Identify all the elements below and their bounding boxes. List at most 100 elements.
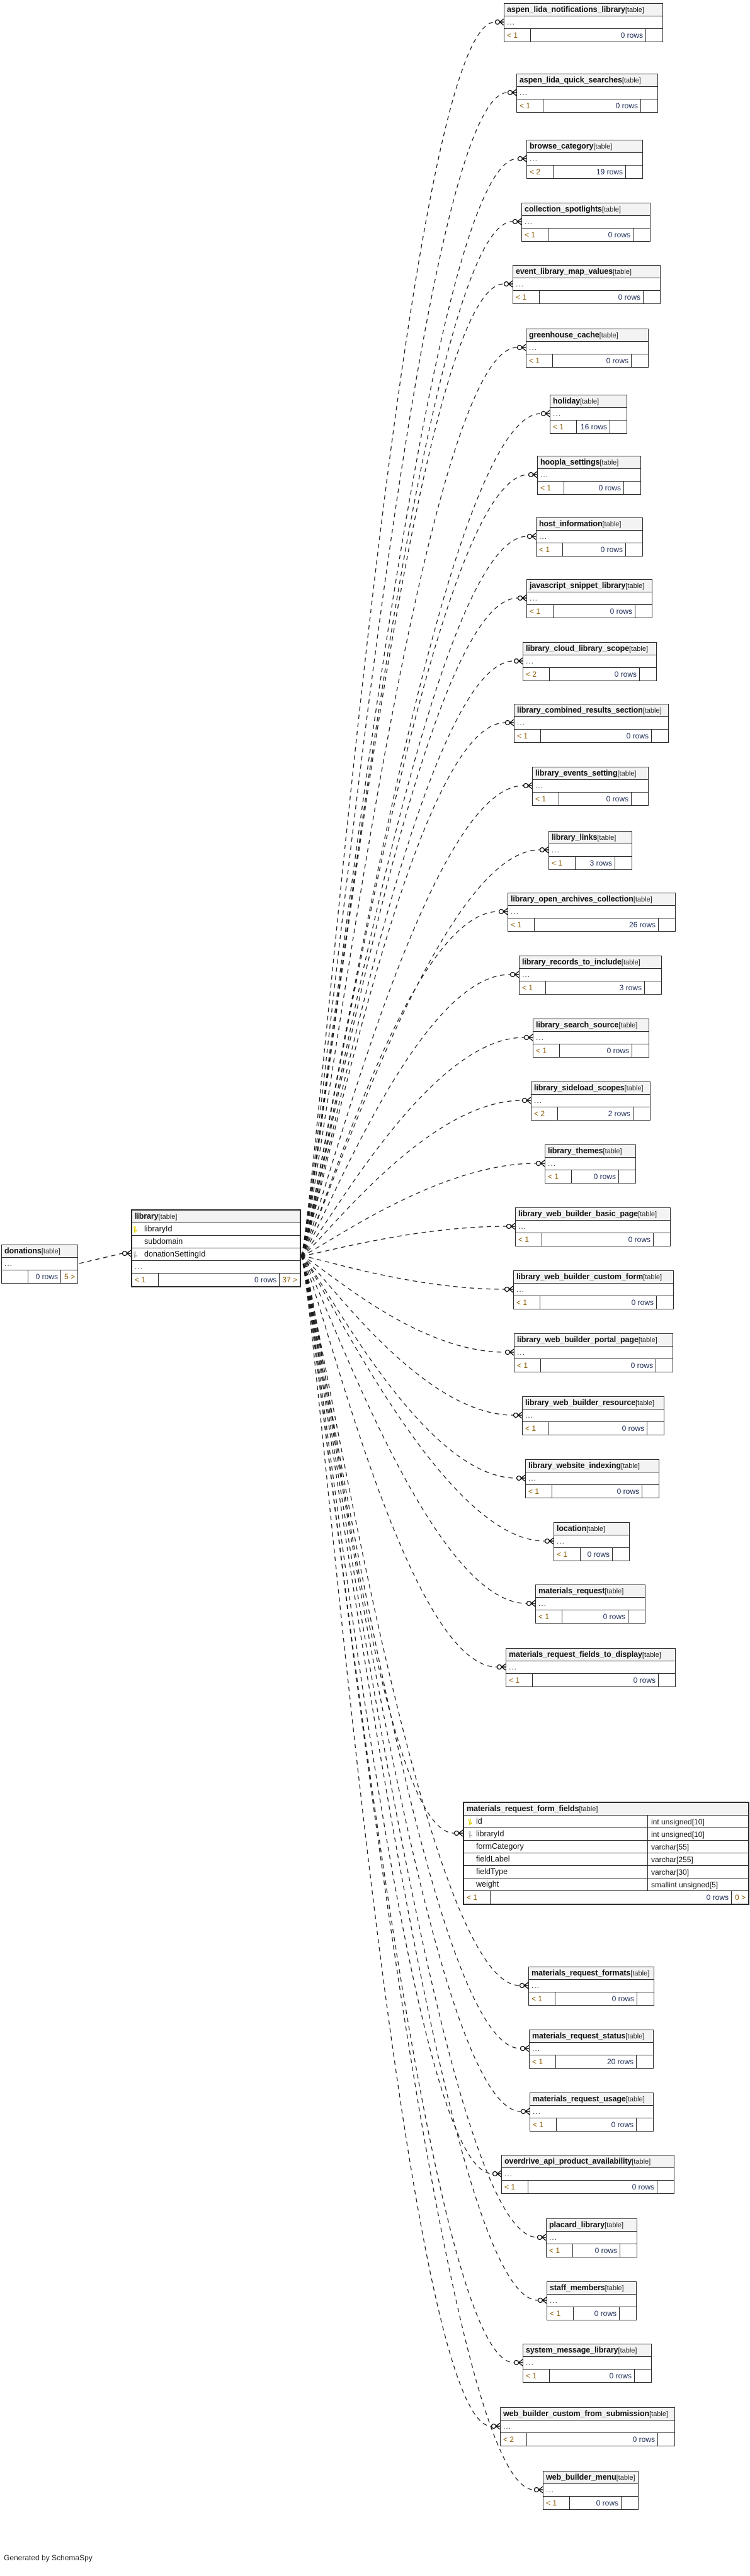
- table-node-library-open-archives-collection[interactable]: library_open_archives_collection[table].…: [508, 893, 676, 932]
- child-count[interactable]: [641, 99, 657, 112]
- parent-count[interactable]: < 1: [514, 1296, 540, 1309]
- table-node-library-combined-results-section[interactable]: library_combined_results_section[table].…: [514, 704, 669, 743]
- parent-count[interactable]: < 1: [516, 1233, 542, 1246]
- parent-count[interactable]: < 1: [527, 605, 554, 618]
- parent-count[interactable]: < 1: [530, 2118, 557, 2131]
- parent-count[interactable]: < 2: [531, 1107, 558, 1120]
- column-row[interactable]: subdomain: [132, 1236, 300, 1248]
- table-node-library-web-builder-basic-page[interactable]: library_web_builder_basic_page[table]...…: [515, 1207, 671, 1246]
- parent-count[interactable]: < 1: [502, 2181, 528, 2193]
- child-count[interactable]: [626, 543, 642, 556]
- parent-count[interactable]: < 1: [506, 1674, 533, 1686]
- table-node-library-cloud-library-scope[interactable]: library_cloud_library_scope[table]...< 2…: [523, 642, 657, 681]
- parent-count[interactable]: < 1: [547, 2244, 573, 2257]
- parent-count[interactable]: < 1: [513, 291, 540, 303]
- child-count[interactable]: [624, 482, 640, 494]
- child-count[interactable]: [644, 291, 660, 303]
- parent-count[interactable]: < 1: [132, 1274, 159, 1286]
- parent-count[interactable]: < 2: [527, 166, 554, 178]
- child-count[interactable]: 0 >: [734, 1893, 746, 1902]
- child-count[interactable]: [645, 981, 661, 994]
- child-count[interactable]: [646, 29, 662, 42]
- parent-count[interactable]: < 1: [543, 2497, 570, 2509]
- parent-count[interactable]: < 1: [530, 2055, 556, 2068]
- child-count[interactable]: [620, 2307, 636, 2320]
- child-count[interactable]: [626, 166, 642, 178]
- child-count[interactable]: [642, 1485, 659, 1498]
- child-count[interactable]: [613, 1548, 629, 1561]
- parent-count[interactable]: < 1: [545, 1170, 572, 1183]
- parent-count[interactable]: < 1: [549, 857, 576, 869]
- child-count[interactable]: [632, 793, 648, 805]
- parent-count[interactable]: < 1: [533, 1044, 560, 1057]
- parent-count[interactable]: < 2: [501, 2433, 527, 2446]
- child-count[interactable]: [637, 2055, 653, 2068]
- table-node-library-web-builder-custom-form[interactable]: library_web_builder_custom_form[table]..…: [513, 1270, 674, 1309]
- parent-count[interactable]: < 1: [522, 229, 548, 241]
- parent-count[interactable]: < 1: [514, 730, 541, 742]
- child-count[interactable]: [656, 1359, 673, 1372]
- child-count[interactable]: [658, 2433, 674, 2446]
- table-node-library-web-builder-portal-page[interactable]: library_web_builder_portal_page[table]..…: [514, 1333, 673, 1372]
- column-row[interactable]: donationSettingId: [132, 1248, 300, 1261]
- parent-count[interactable]: < 1: [537, 543, 563, 556]
- parent-count[interactable]: < 1: [504, 29, 531, 42]
- child-count[interactable]: [620, 2244, 637, 2257]
- parent-count[interactable]: < 1: [547, 2307, 574, 2320]
- table-node-web-builder-custom-from-submission[interactable]: web_builder_custom_from_submission[table…: [500, 2407, 675, 2446]
- child-count[interactable]: [610, 421, 627, 433]
- child-count[interactable]: [657, 1296, 673, 1309]
- child-count[interactable]: [615, 857, 632, 869]
- child-count[interactable]: [634, 1107, 650, 1120]
- table-node-aspen-lida-notifications-library[interactable]: aspen_lida_notifications_library[table].…: [504, 3, 663, 42]
- parent-count[interactable]: < 1: [550, 421, 577, 433]
- child-count[interactable]: 37 >: [282, 1275, 297, 1284]
- parent-count[interactable]: < 1: [536, 1610, 562, 1623]
- child-count[interactable]: [632, 354, 648, 367]
- parent-count[interactable]: < 1: [526, 1485, 552, 1498]
- table-node-materials-request-fields-to-display[interactable]: materials_request_fields_to_display[tabl…: [506, 1648, 676, 1687]
- table-node-donations[interactable]: donations[table] ... 0 rows 5 >: [1, 1245, 78, 1284]
- table-node-overdrive-api-product-availability[interactable]: overdrive_api_product_availability[table…: [501, 2155, 674, 2194]
- parent-count[interactable]: < 1: [523, 1422, 549, 1435]
- parent-count[interactable]: < 1: [520, 981, 546, 994]
- child-count[interactable]: [619, 1170, 635, 1183]
- parent-count[interactable]: < 1: [533, 793, 559, 805]
- table-node-materials-request-form-fields[interactable]: materials_request_form_fields [table] id…: [463, 1802, 749, 1905]
- parent-count[interactable]: < 1: [517, 99, 543, 112]
- table-node-library-web-builder-resource[interactable]: library_web_builder_resource[table]...< …: [522, 1396, 664, 1435]
- parent-count[interactable]: < 1: [514, 1359, 541, 1372]
- parent-count[interactable]: < 1: [523, 2370, 550, 2382]
- child-count[interactable]: [632, 1044, 649, 1057]
- parent-count[interactable]: < 1: [464, 1891, 491, 1904]
- child-count[interactable]: [635, 605, 652, 618]
- child-count[interactable]: [652, 730, 668, 742]
- child-count[interactable]: [628, 1610, 645, 1623]
- child-count[interactable]: [622, 2497, 638, 2509]
- child-count[interactable]: 5 >: [64, 1272, 75, 1281]
